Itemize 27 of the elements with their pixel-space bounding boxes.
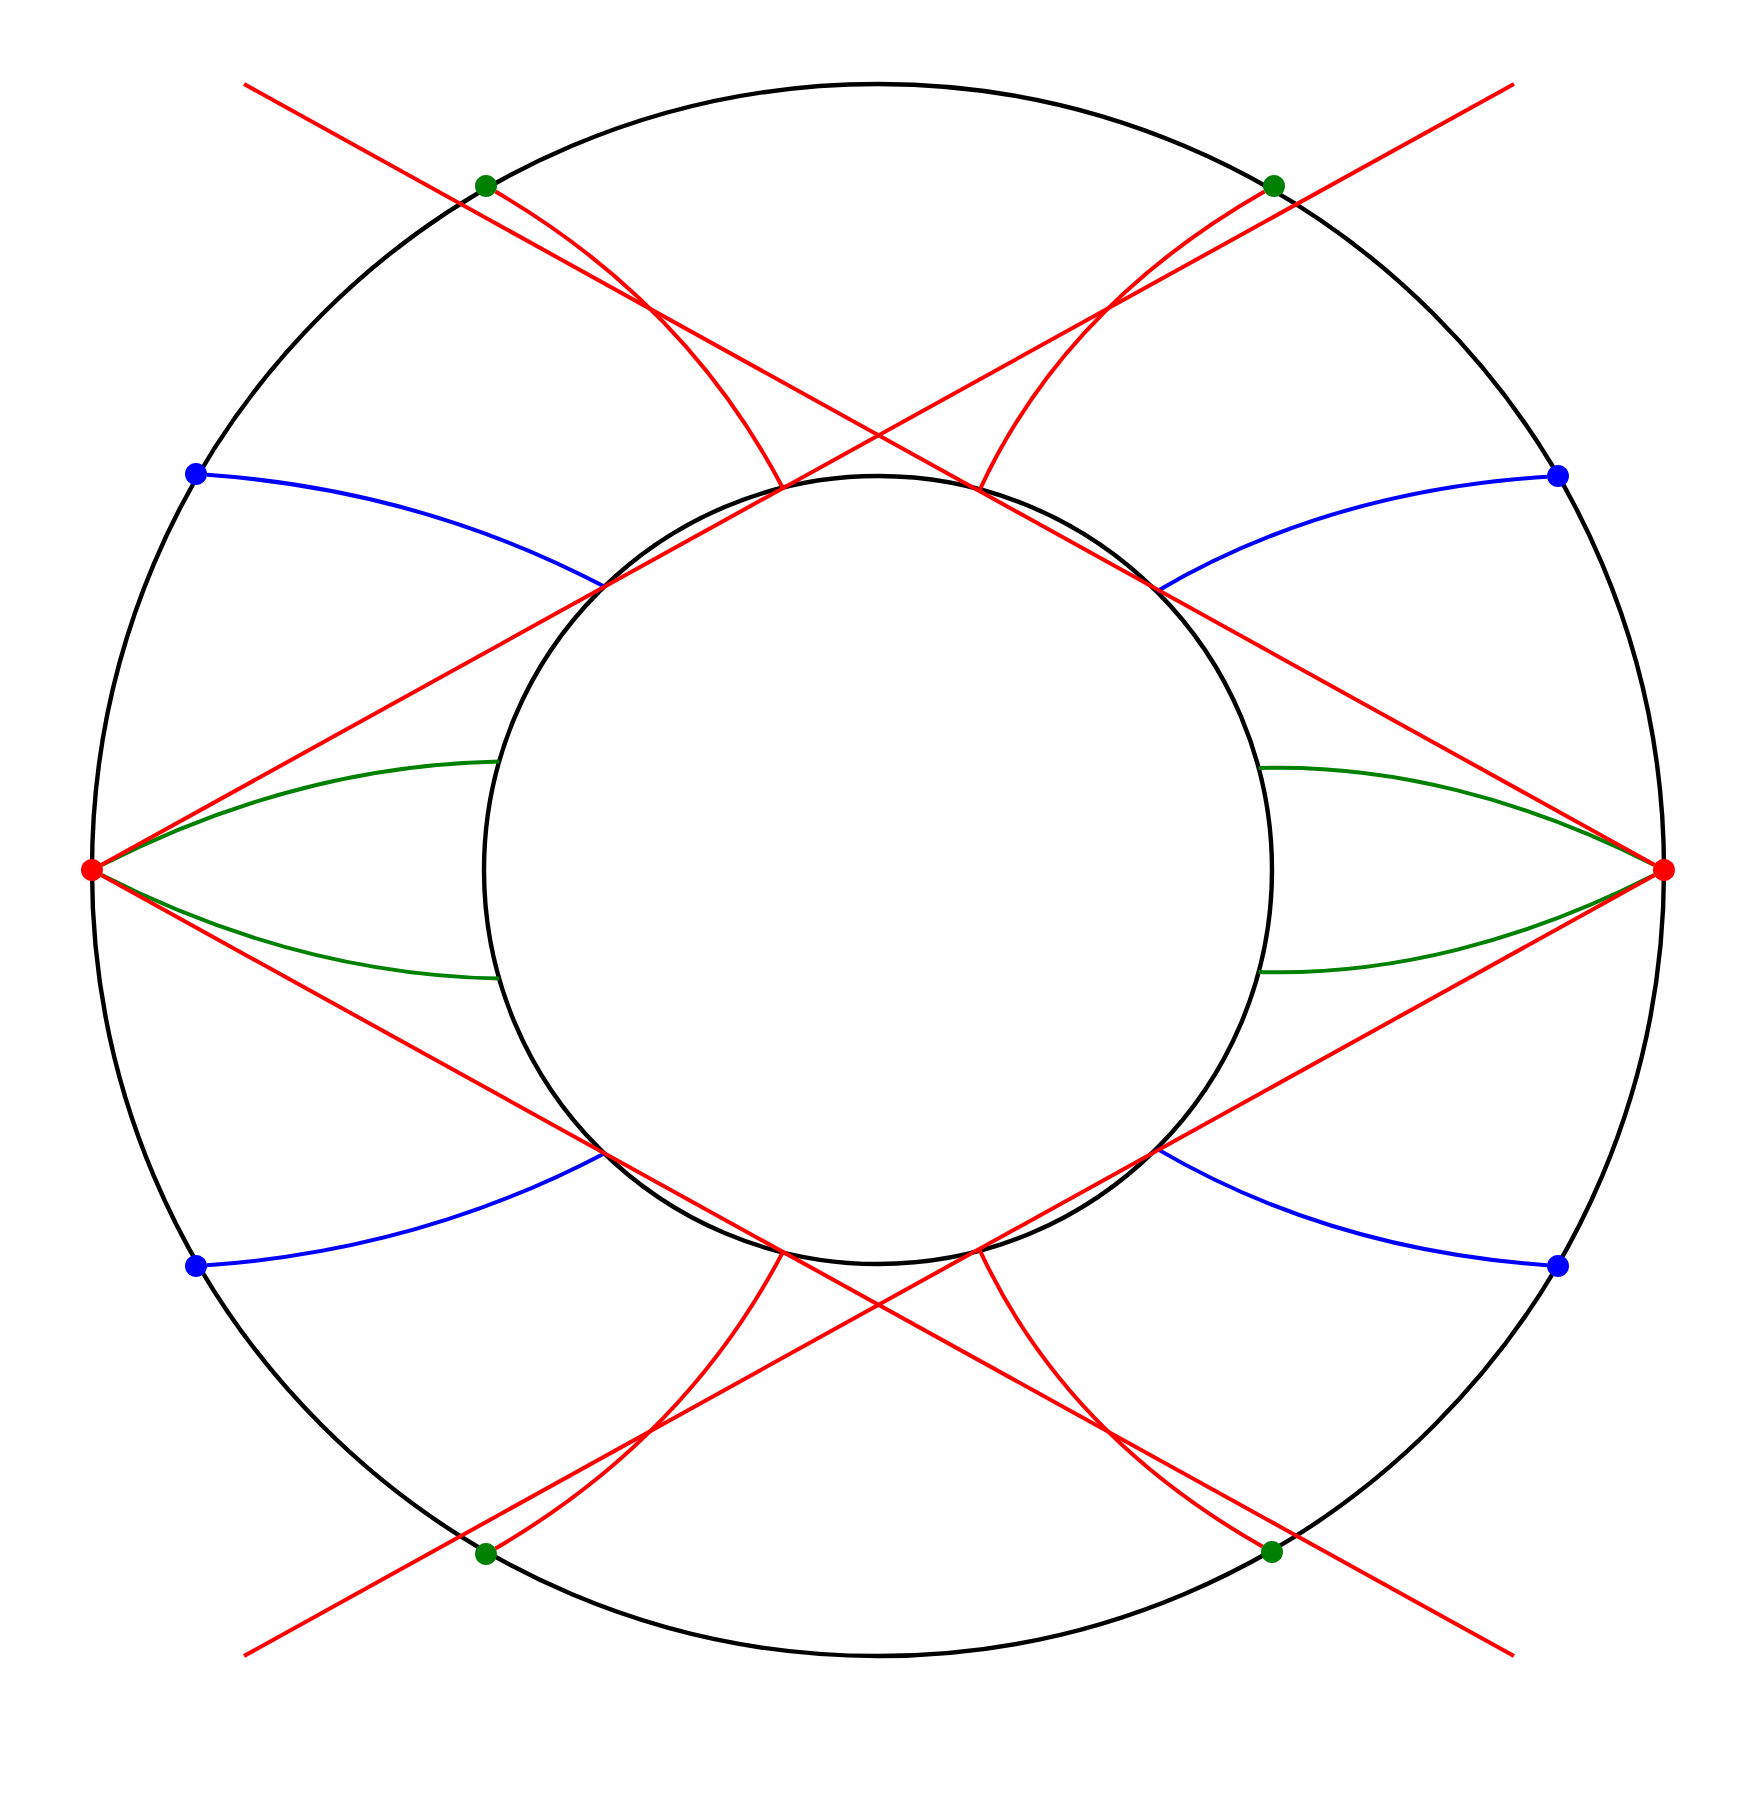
arc: [1155, 474, 1548, 594]
arc: [1258, 765, 1656, 867]
point-dot: [1263, 175, 1285, 197]
arc: [978, 1249, 1264, 1549]
line: [100, 873, 1515, 1658]
arc: [494, 1251, 785, 1551]
line: [243, 82, 1656, 867]
arc: [494, 189, 785, 489]
outer-circle: [89, 81, 1667, 1659]
arc: [100, 873, 500, 981]
point-dot: [81, 859, 103, 881]
point-dot: [1653, 859, 1675, 881]
arc: [1258, 873, 1656, 975]
point-dot: [185, 1255, 207, 1277]
arc: [206, 1151, 606, 1268]
arc: [1155, 1146, 1548, 1268]
arc: [206, 472, 606, 589]
line: [243, 873, 1656, 1658]
arc: [978, 189, 1266, 491]
point-dot: [1261, 1541, 1283, 1563]
point-dot: [185, 463, 207, 485]
arc: [100, 759, 500, 867]
inner-circle: [481, 473, 1275, 1267]
line: [100, 82, 1515, 867]
point-dot: [1547, 1255, 1569, 1277]
point-dot: [475, 1543, 497, 1565]
point-dot: [475, 175, 497, 197]
